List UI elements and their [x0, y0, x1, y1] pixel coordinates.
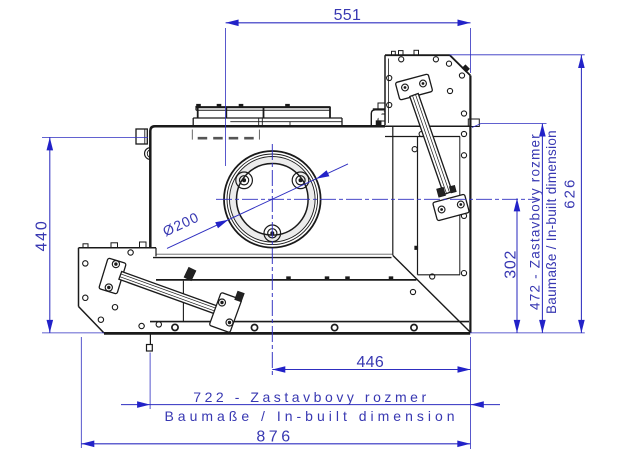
- svg-text:Baumaße / In-built dimension: Baumaße / In-built dimension: [544, 130, 559, 314]
- svg-text:626: 626: [561, 178, 578, 209]
- svg-text:Baumaße / In-built dimension: Baumaße / In-built dimension: [164, 408, 458, 424]
- svg-text:302: 302: [503, 250, 520, 279]
- svg-text:722 - Zastavbovy rozmer: 722 - Zastavbovy rozmer: [193, 389, 429, 405]
- svg-text:876: 876: [256, 429, 293, 446]
- svg-text:446: 446: [356, 354, 384, 371]
- svg-text:551: 551: [334, 7, 362, 24]
- svg-text:440: 440: [34, 219, 51, 251]
- svg-text:472 - Zastavbovy rozmer: 472 - Zastavbovy rozmer: [528, 133, 543, 310]
